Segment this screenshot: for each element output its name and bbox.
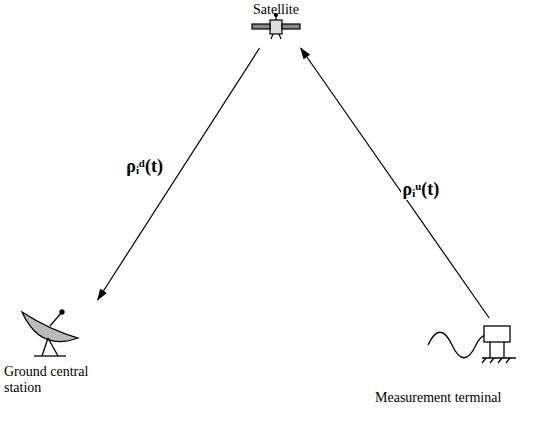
node-label: Measurement terminal: [375, 390, 501, 406]
terminal-icon: [428, 326, 516, 363]
node-label: Ground central station: [4, 364, 104, 396]
signal-arrow: [98, 48, 260, 300]
range-label: ρᵢᵘ(t): [401, 179, 442, 200]
satellite-icon: [252, 14, 300, 40]
signal-arrow: [301, 48, 490, 318]
ground-station-node: Ground central station: [4, 300, 108, 400]
dish-antenna-icon: [22, 310, 78, 356]
node-label: Satellite: [253, 2, 299, 18]
satellite-node: Satellite: [235, 0, 317, 48]
range-label: ρᵢᵈ(t): [124, 156, 165, 177]
terminal-node: Measurement terminal: [375, 318, 548, 408]
